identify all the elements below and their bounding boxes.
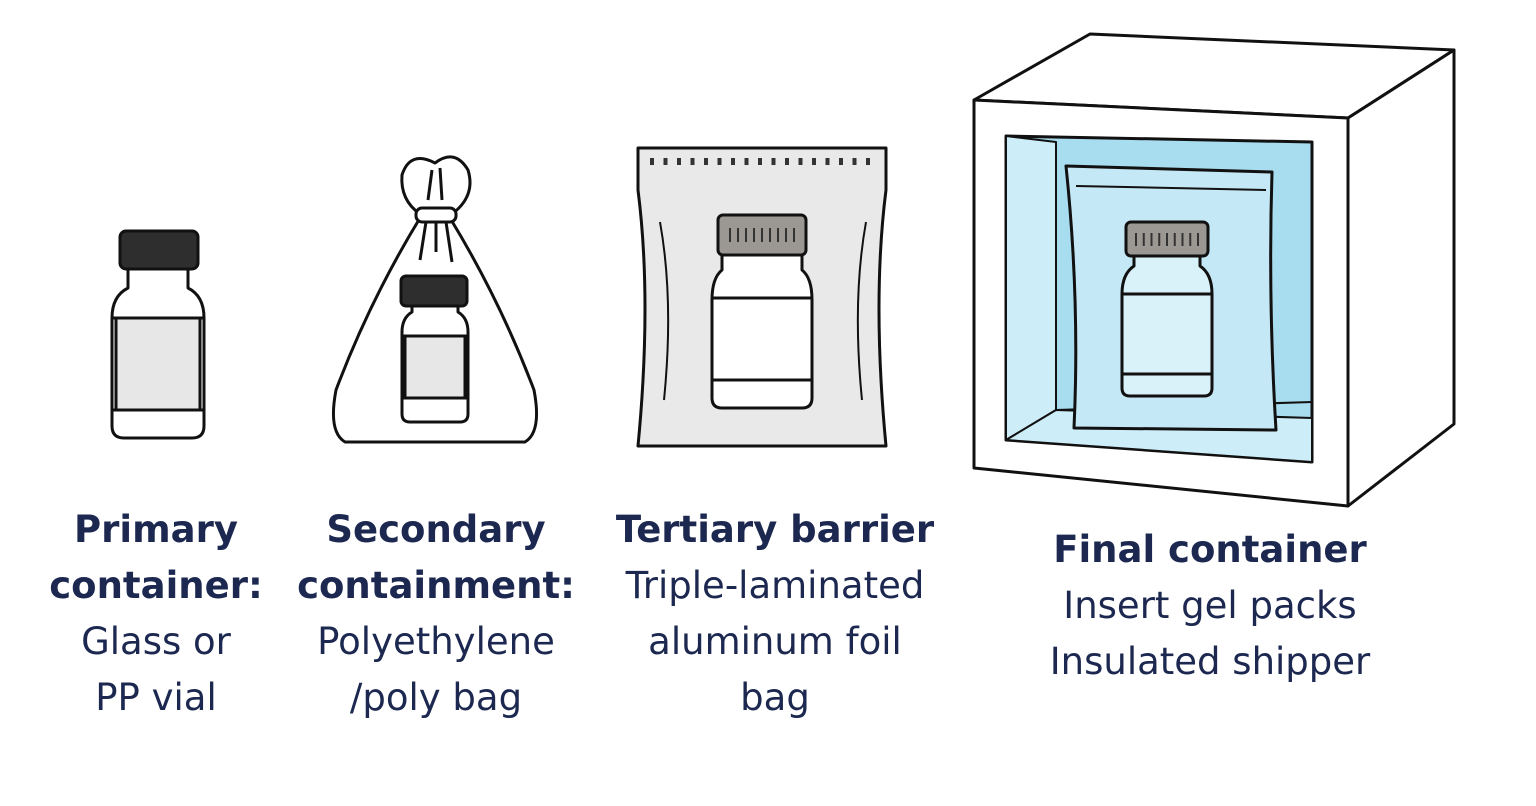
vial-cap <box>118 229 200 271</box>
secondary-caption-line: containment: <box>297 564 575 607</box>
box-side <box>1346 48 1456 508</box>
tertiary-caption-line: bag <box>740 676 810 719</box>
tertiary-caption-line: Triple-laminated <box>625 564 925 607</box>
secondary-caption-line: /poly bag <box>349 676 523 719</box>
secondary-caption-line: Polyethylene <box>317 620 555 663</box>
final-caption-line: Insert gel packs <box>1063 584 1357 627</box>
bag-top-puff <box>400 155 472 216</box>
primary-caption-line: Primary <box>74 508 238 551</box>
poly-bag-icon <box>332 155 538 444</box>
primary-caption-line: container: <box>49 564 263 607</box>
box-inner-vial <box>1120 220 1214 398</box>
insulated-shipper-icon <box>972 32 1456 508</box>
tertiary-caption-line: Tertiary barrier <box>615 508 935 551</box>
final-caption-line: Final container <box>1053 528 1367 571</box>
secondary-containment-caption: Secondary containment: Polyethylene/poly b… <box>290 502 582 726</box>
primary-caption-line: PP vial <box>95 676 217 719</box>
inner-vial <box>399 274 470 424</box>
bag-tie <box>414 206 458 224</box>
glass-vial-icon <box>110 229 206 440</box>
foil-bag-icon <box>636 146 888 448</box>
secondary-caption-line: Secondary <box>326 508 546 551</box>
tertiary-caption-line: aluminum foil <box>648 620 902 663</box>
primary-container-caption: Primary container: Glass or PP vial <box>20 502 292 726</box>
final-caption-line: Insulated shipper <box>1049 640 1371 683</box>
primary-caption-line: Glass or <box>81 620 231 663</box>
foil-inner-vial <box>710 213 814 410</box>
zip-seal <box>650 158 870 165</box>
vial-label <box>114 316 202 412</box>
